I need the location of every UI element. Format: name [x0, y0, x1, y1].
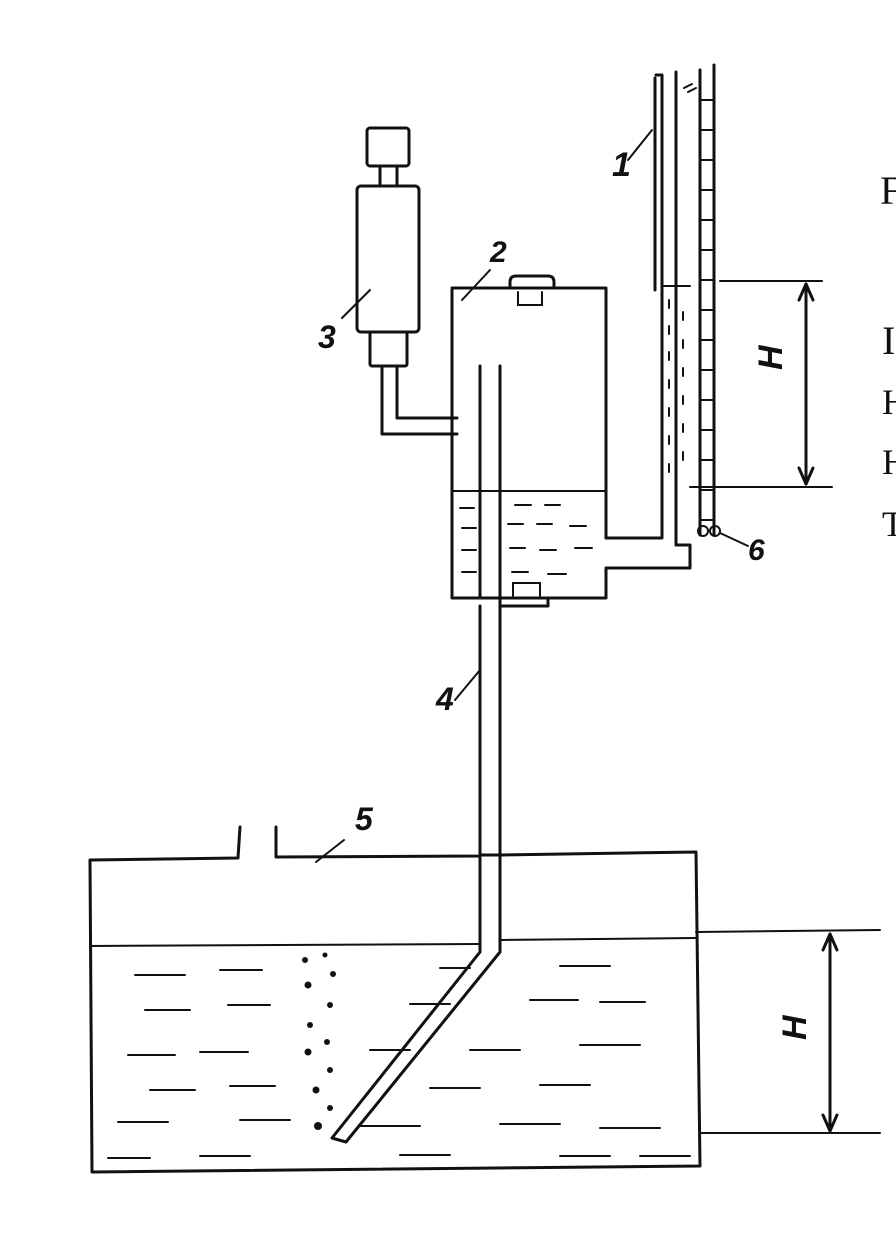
label-h-lower: H — [776, 1014, 814, 1040]
scale-ruler — [683, 63, 716, 537]
manometer-1 — [604, 63, 749, 547]
label-3: 3 — [318, 319, 336, 355]
dimension-upper — [689, 280, 833, 488]
tube-4 — [330, 364, 502, 1144]
edge-text-5: T — [882, 504, 896, 544]
tank-5 — [88, 825, 702, 1174]
label-1: 1 — [612, 146, 631, 184]
aspirator-3 — [355, 126, 459, 436]
label-h-upper: H — [752, 344, 790, 370]
edge-text-4: H — [882, 442, 896, 482]
edge-text-3: H — [882, 382, 896, 422]
leader-lines — [315, 129, 653, 863]
vessel-water — [459, 504, 593, 575]
edge-text-2: I — [882, 318, 895, 363]
valve-6 — [697, 525, 749, 547]
tank-water — [107, 965, 691, 1159]
vessel-2 — [450, 274, 692, 608]
label-2: 2 — [489, 236, 507, 269]
dimension-lower — [695, 929, 881, 1134]
edge-text-1: F — [880, 168, 896, 213]
label-6: 6 — [748, 534, 765, 567]
label-4: 4 — [435, 681, 454, 717]
label-5: 5 — [355, 801, 374, 837]
air-bubbles — [302, 952, 336, 1130]
